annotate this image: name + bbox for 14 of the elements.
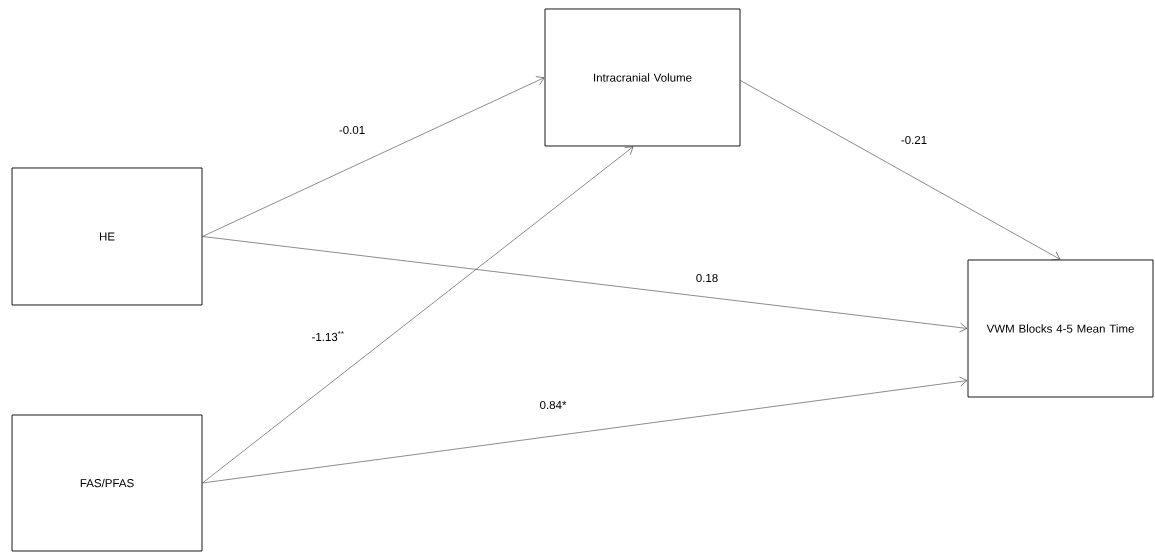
edge-label: -0.21 [899, 134, 929, 146]
variable-box: HE [11, 167, 203, 306]
edge-label: -1.13$^{**}$ [310, 330, 346, 342]
arrow [202, 376, 968, 484]
variable-box: FAS/PFAS [11, 414, 203, 552]
edge-label: -0.01 [337, 124, 367, 136]
arrow [202, 236, 968, 333]
edge-label: 0.84* [538, 399, 568, 411]
arrow [202, 146, 634, 484]
edge-label: 0.18 [694, 272, 720, 284]
variable-box: VWM Blocks 4-5 Mean Time [967, 259, 1154, 398]
variable-box: Intracranial Volume [544, 8, 741, 147]
arrow [202, 76, 545, 237]
arrow [740, 80, 1061, 261]
